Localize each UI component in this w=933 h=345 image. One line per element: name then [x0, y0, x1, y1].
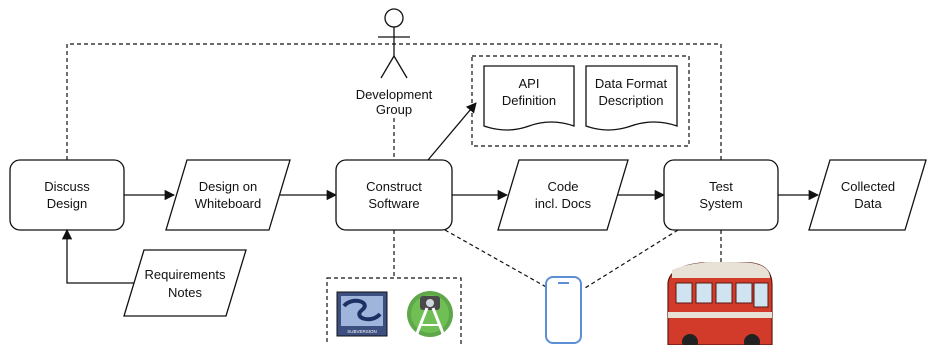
red-bus-icon — [667, 262, 773, 345]
node-requirements-notes: Requirements Notes — [123, 249, 247, 317]
subversion-logo-text: SUBVERSION — [347, 329, 377, 334]
collected-label-2: Data — [854, 196, 882, 211]
doc-data-format-description: Data Format Description — [585, 65, 678, 131]
android-studio-icon — [407, 291, 453, 337]
development-group-label-2: Group — [376, 102, 412, 117]
node-collected-data: Collected Data — [808, 159, 927, 231]
whiteboard-label-2: Whiteboard — [195, 196, 261, 211]
test-label-1: Test — [709, 179, 733, 194]
construct-label-2: Software — [368, 196, 419, 211]
node-discuss-design: Discuss Design — [9, 159, 125, 231]
node-code-incl-docs: Code incl. Docs — [497, 159, 629, 231]
tools-dashed-box — [326, 277, 462, 345]
doc-api-definition: API Definition — [483, 65, 575, 131]
construct-label-1: Construct — [366, 179, 422, 194]
api-label-2: Definition — [502, 93, 556, 108]
discuss-design-label-1: Discuss — [44, 179, 90, 194]
discuss-design-label-2: Design — [47, 196, 87, 211]
requirements-label-1: Requirements — [145, 267, 226, 282]
subversion-logo-icon: SUBVERSION — [336, 291, 388, 337]
dataformat-label-2: Description — [598, 93, 663, 108]
requirements-label-2: Notes — [168, 285, 202, 300]
collected-label-1: Collected — [841, 179, 895, 194]
node-construct-software: Construct Software — [335, 159, 453, 231]
test-label-2: System — [699, 196, 742, 211]
code-label-1: Code — [547, 179, 578, 194]
arrow-construct-to-artifacts — [427, 102, 477, 161]
code-label-2: incl. Docs — [535, 196, 592, 211]
dataformat-label-1: Data Format — [595, 76, 668, 91]
arrow-requirements-to-discuss — [61, 228, 134, 284]
smartphone-icon — [545, 276, 582, 344]
api-label-1: API — [519, 76, 540, 91]
node-test-system: Test System — [663, 159, 779, 231]
whiteboard-label-1: Design on — [199, 179, 258, 194]
software-to-phone-line — [444, 229, 549, 289]
stick-figure-actor-icon — [378, 8, 410, 79]
test-to-phone-line — [584, 229, 679, 289]
artifacts-dashed-box — [471, 55, 690, 147]
node-design-on-whiteboard: Design on Whiteboard — [165, 159, 291, 231]
development-group-label-1: Development — [356, 87, 433, 102]
